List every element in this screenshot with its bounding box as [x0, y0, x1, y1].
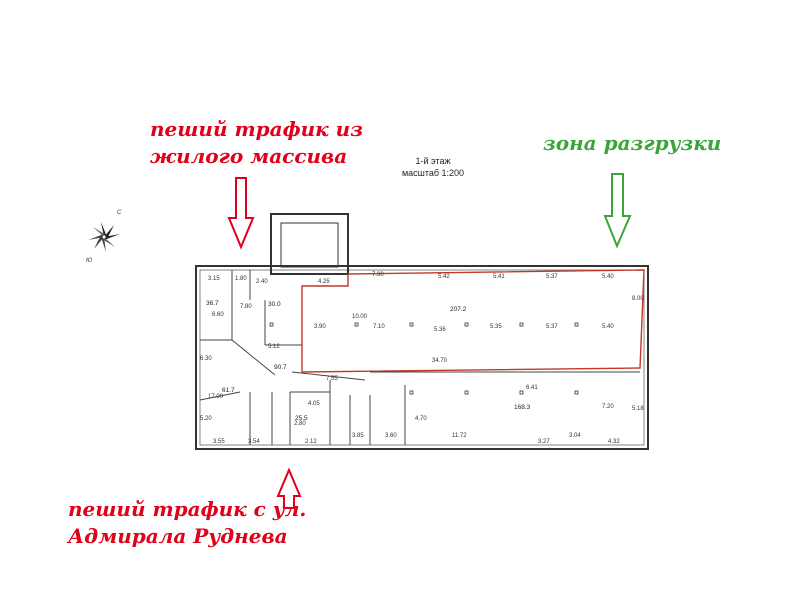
dimension-label: 5.35 — [490, 324, 502, 330]
compass-south: Ю — [86, 258, 92, 264]
dimension-label: 3.27 — [538, 439, 550, 445]
dimension-label: 7.10 — [373, 324, 385, 330]
dimension-label: 34.70 — [432, 358, 448, 364]
dimension-label: 7.80 — [240, 304, 252, 310]
arrow-up-icon — [276, 467, 302, 509]
dimension-label: 5.36 — [434, 327, 446, 333]
dimension-label: 2.12 — [305, 439, 317, 445]
dimension-label: 6.30 — [200, 356, 212, 362]
dimension-label: 5.12 — [268, 344, 280, 350]
dimension-label: 3.15 — [208, 276, 220, 282]
compass-icon: С Ю — [86, 210, 122, 264]
unloading-zone-text: зона разгрузки — [543, 131, 722, 155]
dimension-label: 5.37 — [546, 324, 558, 330]
room-areas: 207.2 168.3 90.7 61.7 36.7 30.0 25.5 — [206, 300, 531, 422]
dimension-label: 5.18 — [632, 406, 644, 412]
traffic-residential-line2: жилого массива — [150, 144, 348, 168]
columns — [269, 322, 579, 395]
dimension-label: 17.00 — [208, 394, 224, 400]
dimension-label: 4.70 — [415, 416, 427, 422]
dimension-label: 3.85 — [352, 433, 364, 439]
floor-title: 1-й этаж масштаб 1:200 — [388, 155, 478, 179]
dimension-label: 5.37 — [546, 274, 558, 280]
dimension-label: 7.20 — [602, 404, 614, 410]
main-hall-outline — [301, 269, 645, 373]
dimension-label: 7.90 — [372, 272, 384, 278]
building-outline — [195, 265, 649, 450]
dimension-label: 8.00 — [632, 296, 644, 302]
dimension-label: 1.80 — [235, 276, 247, 282]
dimension-label: 3.55 — [213, 439, 225, 445]
dimension-label: 5.42 — [438, 274, 450, 280]
dimension-label: 7.55 — [326, 376, 338, 382]
room-left-area: 61.7 — [222, 387, 235, 394]
scale-label: масштаб 1:200 — [401, 168, 465, 178]
corridor-area: 90.7 — [274, 364, 287, 371]
lower-hall-area: 168.3 — [514, 404, 531, 411]
dimension-label: 4.32 — [608, 439, 620, 445]
traffic-street-line1: пеший трафик с ул. — [68, 497, 307, 521]
dimension-label: 11.72 — [452, 433, 467, 439]
dimension-label: 4.05 — [308, 401, 320, 407]
dimension-label: 6.41 — [526, 385, 538, 391]
traffic-street-line2: Адмирала Руднева — [68, 524, 288, 548]
dimension-label: 2.40 — [256, 279, 268, 285]
dimension-label: 3.54 — [248, 439, 260, 445]
dimension-label: 5.41 — [493, 274, 505, 280]
dimension-label: 5.40 — [602, 324, 614, 330]
unloading-zone-label: зона разгрузки — [543, 130, 721, 157]
dimension-label: 6.60 — [212, 312, 224, 318]
dimension-label: 2.80 — [294, 421, 306, 427]
room-c-area: 25.5 — [295, 415, 308, 422]
compass-north: С — [117, 210, 122, 216]
dimension-label: 10.00 — [352, 314, 368, 320]
dimension-label: 3.90 — [314, 324, 326, 330]
floor-label: 1-й этаж — [415, 156, 451, 166]
dimension-label: 3.04 — [569, 433, 581, 439]
arrow-down-icon — [603, 173, 632, 249]
arrow-down-icon — [227, 177, 255, 250]
main-hall-area: 207.2 — [450, 306, 467, 313]
room-a-area: 36.7 — [206, 300, 219, 307]
dimension-label: 5.20 — [200, 416, 212, 422]
traffic-residential-line1: пеший трафик из — [150, 117, 363, 141]
dimension-label: 4.25 — [318, 279, 330, 285]
traffic-street-label: пеший трафик с ул. Адмирала Руднева — [68, 496, 306, 550]
dimension-labels: 3.15 1.80 2.40 4.25 7.90 5.42 5.41 5.37 … — [200, 272, 644, 445]
traffic-residential-label: пеший трафик из жилого массива — [150, 116, 363, 170]
room-b-area: 30.0 — [268, 301, 281, 308]
dimension-label: 3.60 — [385, 433, 397, 439]
interior-walls — [199, 270, 640, 445]
dimension-label: 5.40 — [602, 274, 614, 280]
